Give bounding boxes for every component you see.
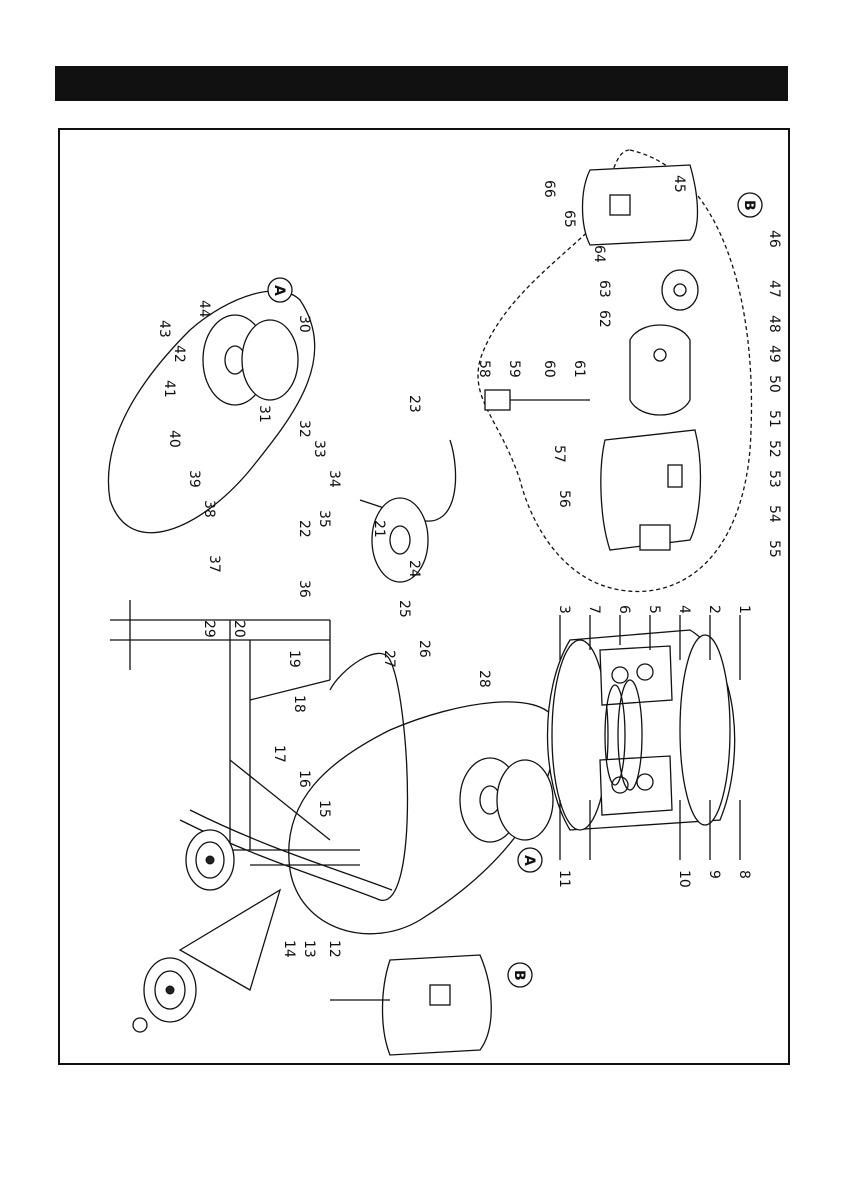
part-number-7: 7 xyxy=(586,605,602,614)
part-number-41: 41 xyxy=(161,380,177,398)
part-number-15: 15 xyxy=(316,800,332,818)
part-number-32: 32 xyxy=(296,420,312,438)
ring-gear-lower xyxy=(460,758,553,842)
belt-pulley xyxy=(662,270,698,310)
part-number-17: 17 xyxy=(271,745,287,763)
part-number-56: 56 xyxy=(556,490,572,508)
part-number-64: 64 xyxy=(591,245,607,263)
part-number-62: 62 xyxy=(596,310,612,328)
mixer-drum xyxy=(548,630,735,830)
stand-frame xyxy=(110,600,360,865)
part-number-8: 8 xyxy=(736,870,752,879)
part-number-11: 11 xyxy=(556,870,572,888)
part-number-29: 29 xyxy=(201,620,217,638)
part-number-26: 26 xyxy=(416,640,432,658)
part-number-5: 5 xyxy=(646,605,662,614)
motor-body xyxy=(630,325,690,415)
part-number-47: 47 xyxy=(766,280,782,298)
part-number-45: 45 xyxy=(671,175,687,193)
part-number-60: 60 xyxy=(541,360,557,378)
part-number-30: 30 xyxy=(296,315,312,333)
part-number-21: 21 xyxy=(371,520,387,538)
part-number-27: 27 xyxy=(381,650,397,668)
part-number-35: 35 xyxy=(316,510,332,528)
part-number-12: 12 xyxy=(326,940,342,958)
part-number-58: 58 xyxy=(476,360,492,378)
part-number-13: 13 xyxy=(301,940,317,958)
part-number-22: 22 xyxy=(296,520,312,538)
assembly-a-label-2: A xyxy=(521,855,537,866)
part-number-24: 24 xyxy=(406,560,422,578)
part-number-18: 18 xyxy=(291,695,307,713)
part-number-52: 52 xyxy=(766,440,782,458)
part-number-34: 34 xyxy=(326,470,342,488)
part-number-53: 53 xyxy=(766,470,782,488)
part-number-50: 50 xyxy=(766,375,782,393)
part-number-20: 20 xyxy=(231,620,247,638)
axle-nut xyxy=(133,1018,147,1032)
part-number-14: 14 xyxy=(281,940,297,958)
part-number-16: 16 xyxy=(296,770,312,788)
part-number-46: 46 xyxy=(766,230,782,248)
axle-frame xyxy=(180,890,280,990)
part-number-51: 51 xyxy=(766,410,782,428)
wheel-left-upper xyxy=(186,830,234,890)
part-number-31: 31 xyxy=(256,405,272,423)
part-number-33: 33 xyxy=(311,440,327,458)
ring-gear-upper xyxy=(203,315,298,405)
motor-box-lower xyxy=(330,955,491,1055)
part-number-10: 10 xyxy=(676,870,692,888)
part-number-25: 25 xyxy=(396,600,412,618)
part-number-19: 19 xyxy=(286,650,302,668)
part-number-6: 6 xyxy=(616,605,632,614)
part-number-43: 43 xyxy=(156,320,172,338)
part-number-42: 42 xyxy=(171,345,187,363)
part-number-23: 23 xyxy=(406,395,422,413)
part-number-36: 36 xyxy=(296,580,312,598)
part-number-38: 38 xyxy=(201,500,217,518)
wheel-left-lower xyxy=(144,958,196,1022)
part-number-44: 44 xyxy=(196,300,212,318)
part-number-9: 9 xyxy=(706,870,722,879)
assembly-a-label-1: A xyxy=(271,285,287,296)
power-plug xyxy=(485,390,590,410)
part-number-2: 2 xyxy=(706,605,722,614)
part-number-65: 65 xyxy=(561,210,577,228)
part-number-4: 4 xyxy=(676,605,692,614)
assembly-b-label-2: B xyxy=(511,970,527,981)
part-number-49: 49 xyxy=(766,345,782,363)
part-number-1: 1 xyxy=(736,605,752,614)
switch-box xyxy=(640,525,670,550)
part-number-63: 63 xyxy=(596,280,612,298)
part-number-57: 57 xyxy=(551,445,567,463)
part-number-39: 39 xyxy=(186,470,202,488)
part-number-55: 55 xyxy=(766,540,782,558)
part-number-66: 66 xyxy=(541,180,557,198)
part-number-61: 61 xyxy=(571,360,587,378)
part-number-3: 3 xyxy=(556,605,572,614)
part-number-37: 37 xyxy=(206,555,222,573)
part-number-48: 48 xyxy=(766,315,782,333)
part-number-54: 54 xyxy=(766,505,782,523)
assembly-b-label-1: B xyxy=(741,200,757,211)
part-number-40: 40 xyxy=(166,430,182,448)
part-number-59: 59 xyxy=(506,360,522,378)
part-number-28: 28 xyxy=(476,670,492,688)
